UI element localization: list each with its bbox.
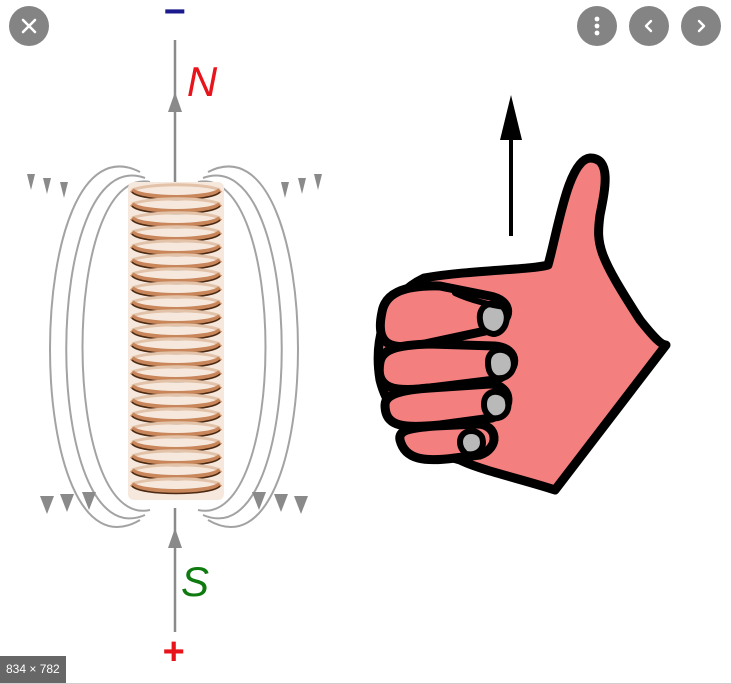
coil-turn-back — [131, 211, 221, 220]
solenoid-coil — [128, 182, 224, 500]
coil-turn-back — [131, 379, 221, 388]
close-button[interactable] — [9, 6, 49, 46]
coil-turn-back — [131, 407, 221, 416]
coil-turn-back — [131, 197, 221, 206]
coil-turn-back — [131, 267, 221, 276]
coil-turn-back — [131, 435, 221, 444]
coil-turn-back — [131, 225, 221, 234]
coil-turn — [130, 481, 222, 494]
right-hand-thumbs-up — [373, 153, 671, 495]
coil-turn-back — [131, 295, 221, 304]
coil-turn-back — [131, 309, 221, 318]
coil-turn-back — [131, 421, 221, 430]
more-vertical-icon — [594, 16, 600, 36]
minus-terminal-label: − — [163, 0, 185, 33]
previous-image-button[interactable] — [629, 6, 669, 46]
coil-turn-back — [131, 253, 221, 262]
coil-turn-back — [131, 183, 221, 192]
field-arrows — [27, 174, 322, 514]
north-pole-label: N — [187, 58, 218, 105]
close-icon — [20, 17, 38, 35]
coil-turn-shadow — [131, 485, 221, 495]
coil-turn-back — [131, 393, 221, 402]
coil-turn-back — [131, 351, 221, 360]
chevron-right-icon — [695, 19, 707, 33]
axis-arrow — [168, 40, 182, 632]
coil-turn-back — [131, 337, 221, 346]
more-options-button[interactable] — [577, 6, 617, 46]
coil-turn-back — [131, 323, 221, 332]
thumb-direction-arrow — [500, 95, 522, 236]
chevron-left-icon — [643, 19, 655, 33]
coil-turn-back — [131, 449, 221, 458]
plus-terminal-label: + — [162, 631, 184, 673]
coil-turn-back — [131, 281, 221, 290]
coil-turn-back — [131, 477, 221, 486]
coil-turn-back — [131, 239, 221, 248]
coil-turn-back — [131, 365, 221, 374]
coil-turn-back — [131, 463, 221, 472]
south-pole-label: S — [181, 558, 209, 605]
image-dimensions-label: 834 × 782 — [0, 656, 66, 683]
field-lines — [49, 165, 299, 528]
next-image-button[interactable] — [681, 6, 721, 46]
